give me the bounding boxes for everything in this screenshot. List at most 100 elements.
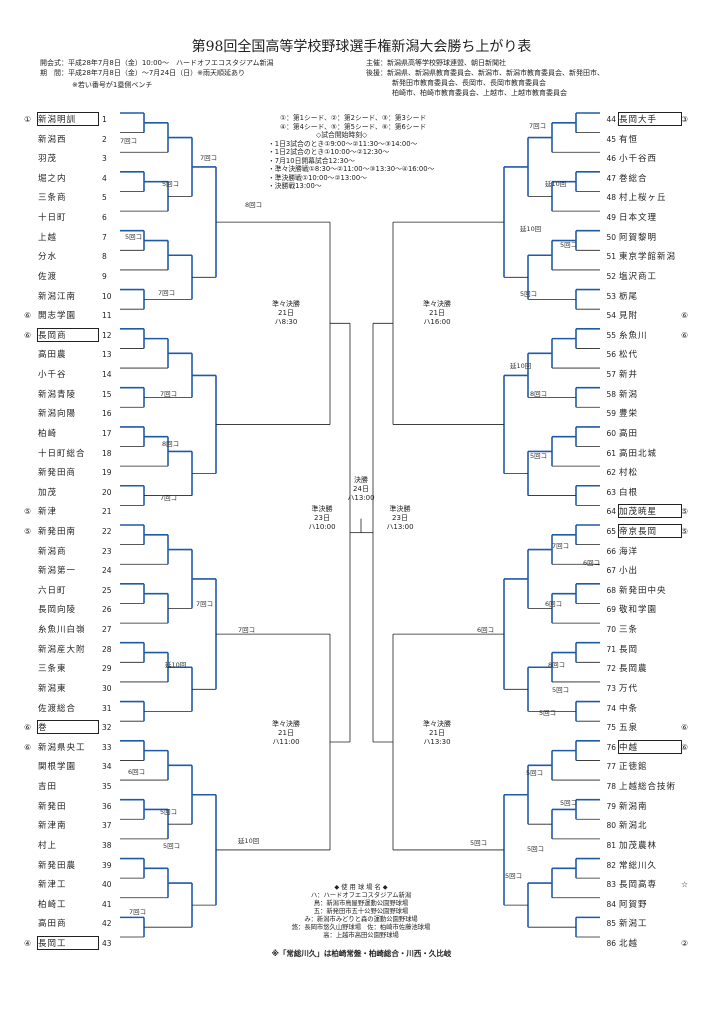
team-number: 74 (606, 703, 616, 713)
team-name: 日本文理 (619, 213, 658, 224)
inning-mark: 7回コ (120, 137, 138, 145)
team-name: 新潟明訓 (37, 112, 99, 126)
legend-line: ◇試合開始時刻◇ (316, 131, 368, 139)
team-name: 新潟産大附 (38, 644, 86, 655)
inning-mark: 7回コ (196, 600, 214, 608)
inning-mark: 5回コ (470, 839, 488, 847)
team-number: 70 (606, 625, 616, 635)
inning-mark: 5回コ (527, 845, 545, 853)
team-name: 巻 (37, 720, 99, 735)
seed-mark: ⑤ (681, 507, 689, 517)
team-name: 万代 (619, 683, 639, 694)
inning-mark: 8回コ (162, 440, 180, 448)
team-number: 50 (606, 232, 616, 242)
team-name: 見附 (619, 311, 639, 322)
venue-list: ◆ 使 用 球 場 名 ◆ ハ：ハードオフエコスタジアム新潟 鳥：新潟市鳥屋野運… (270, 884, 452, 940)
team-name: 長岡大手 (618, 112, 682, 126)
team-number: 5 (102, 193, 107, 203)
round-label-line: 24日 (353, 485, 369, 493)
inning-mark: 5回コ (552, 686, 570, 694)
team-number: 55 (606, 330, 616, 340)
team-name: 十日町 (38, 213, 67, 224)
team-name: 長岡商 (37, 327, 99, 342)
team-name: 松代 (619, 350, 639, 361)
info-line: 後援：新潟県、新潟県教育委員会、新潟市、新潟市教育委員会、新発田市、 (366, 69, 604, 77)
inning-mark: 7回コ (200, 154, 218, 162)
team-name: 常総川久 (619, 860, 658, 871)
team-number: 66 (606, 546, 616, 556)
legend-line: ④：第4シード、⑤：第5シード、⑥：第6シード (280, 122, 427, 131)
round-label-line: 準々決勝 (272, 300, 300, 308)
team-number: 52 (606, 271, 616, 281)
team-number: 62 (606, 468, 616, 478)
team-number: 1 (102, 115, 107, 124)
team-name: 三条 (619, 625, 639, 636)
team-name: 中越 (618, 739, 682, 754)
seed-mark: ② (681, 939, 689, 948)
team-name: 中条 (619, 703, 639, 714)
team-name: 阿賀野 (619, 899, 648, 910)
round-label-line: ハ16:00 (423, 318, 451, 326)
team-number: 12 (102, 330, 112, 340)
seed-mark: ⑥ (24, 742, 32, 752)
team-number: 6 (102, 213, 107, 223)
team-number: 49 (606, 213, 616, 223)
team-number: 47 (606, 173, 616, 183)
inning-mark: 6回コ (545, 600, 563, 608)
team-name: 有恒 (619, 134, 639, 145)
team-number: 9 (102, 271, 107, 281)
inning-mark: 延10回 (545, 180, 567, 188)
inning-mark: 5回コ (125, 233, 143, 241)
team-number: 76 (606, 742, 616, 752)
team-name: 長岡 (619, 644, 639, 655)
sponsor-info: 主催：新潟県高等学校野球連盟、朝日新聞社 後援：新潟県、新潟県教育委員会、新潟市… (366, 58, 604, 98)
venue-item: 五：新発田市五十公野公園野球場 (313, 908, 409, 915)
team-name: 開志学園 (38, 311, 77, 322)
team-name: 糸魚川白嶺 (38, 625, 86, 636)
team-number: 37 (102, 821, 112, 831)
inning-mark: 7回コ (160, 390, 178, 398)
seed-mark: ③ (681, 115, 689, 124)
inning-mark: 延10回 (238, 837, 260, 845)
team-name: 帝京長岡 (618, 524, 682, 538)
venue-item: 高：上越市高田公園野球場 (323, 932, 399, 939)
team-name: 新潟 (619, 389, 639, 400)
seed-mark: ⑥ (24, 311, 32, 321)
inning-mark: 7回コ (158, 289, 176, 297)
seed-mark: ⑥ (681, 742, 689, 752)
team-number: 40 (102, 880, 112, 890)
round-label-line: ハ13:00 (347, 494, 375, 502)
team-number: 57 (606, 370, 616, 380)
legend-line: ・7月10日開幕試合12:30～ (268, 156, 355, 165)
team-number: 3 (102, 154, 107, 164)
team-name: 村上桜ヶ丘 (619, 193, 667, 204)
team-number: 80 (606, 821, 616, 831)
team-number: 73 (606, 683, 616, 693)
seed-mark: ⑤ (681, 527, 689, 536)
team-number: 68 (606, 585, 616, 595)
team-name: 吉田 (38, 782, 58, 793)
team-name: 新潟青陵 (38, 389, 77, 400)
legend-line: ・準々決勝戦①8:30～②11:00～③13:30～④16:00～ (268, 165, 435, 173)
team-name: 新津 (38, 507, 58, 518)
